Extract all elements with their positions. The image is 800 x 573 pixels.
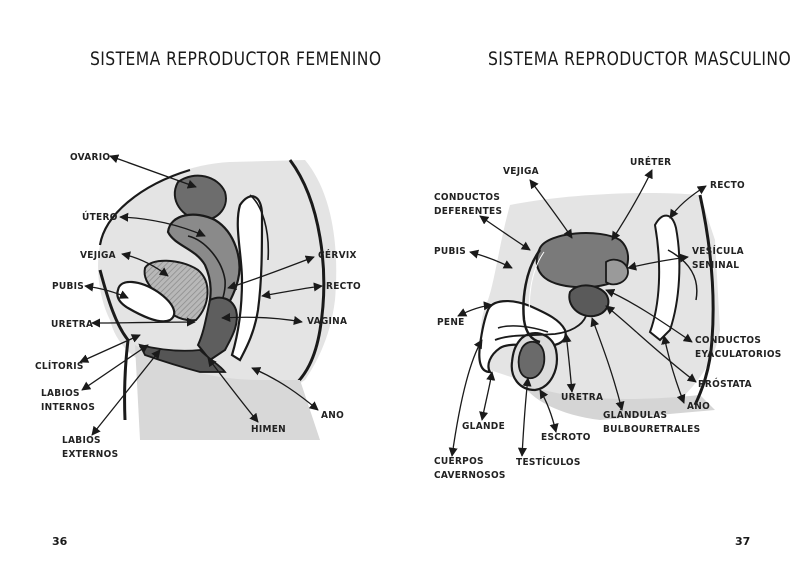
label-ano: ANO	[321, 410, 344, 421]
arrow-m-conductos-def	[479, 215, 531, 251]
arrow-m-glandulas	[590, 317, 625, 411]
label-m-conductos-def-2: DEFERENTES	[434, 206, 502, 217]
label-labios-externos-1: LABIOS	[62, 435, 101, 446]
label-m-glandulas-1: GLÁNDULAS	[603, 408, 667, 421]
label-labios-externos-2: EXTERNOS	[62, 449, 118, 460]
page-title-female: SISTEMA REPRODUCTOR FEMENINO	[90, 48, 382, 70]
arrow-labios-externos	[91, 349, 161, 436]
label-labios-internos-2: INTERNOS	[41, 402, 95, 413]
arrow-recto	[261, 282, 323, 300]
testicle-shape	[517, 340, 546, 380]
arrow-m-cuerpos	[448, 339, 483, 457]
arrow-m-vejiga	[529, 179, 573, 239]
label-uretra: URETRA	[51, 319, 93, 330]
label-m-escroto: ESCROTO	[541, 432, 591, 443]
arrow-m-testiculos	[517, 377, 532, 457]
label-m-conductos-def-1: CONDUCTOS	[434, 192, 500, 203]
label-labios-internos-1: LABIOS	[41, 388, 80, 399]
label-m-cuerpos-1: CUERPOS	[434, 456, 484, 467]
arrow-vejiga	[121, 251, 169, 277]
label-m-glande: GLANDE	[462, 421, 505, 432]
label-m-vesicula-2: SEMINAL	[692, 260, 739, 271]
arrow-vagina	[221, 312, 303, 326]
label-clitoris: CLÍTORIS	[35, 359, 84, 372]
label-vejiga: VEJIGA	[80, 250, 116, 261]
label-m-ureter: URÉTER	[630, 155, 671, 168]
label-pubis: PUBIS	[52, 281, 84, 292]
label-m-conductos-eyac-2: EYACULATORIOS	[695, 349, 782, 360]
label-ovario: OVARIO	[70, 152, 110, 163]
label-cervix: CÉRVIX	[318, 248, 357, 261]
arrow-m-glande	[479, 371, 496, 421]
label-vagina: VAGINA	[307, 316, 347, 327]
arrow-ovario	[109, 154, 197, 189]
label-m-vesicula-1: VESÍCULA	[692, 244, 744, 257]
arrow-uretra	[91, 317, 196, 328]
label-m-recto: RECTO	[710, 180, 745, 191]
female-diagram: OVARIO ÚTERO VEJIGA PUBIS URETRA CLÍTORI…	[35, 152, 361, 460]
page-number-left: 36	[52, 535, 68, 548]
label-m-conductos-eyac-1: CONDUCTOS	[695, 335, 761, 346]
arrow-himen	[207, 357, 259, 423]
arrow-m-uretra	[562, 333, 576, 393]
arrow-m-escroto	[539, 389, 559, 433]
arrow-m-ureter	[611, 169, 653, 241]
label-m-ano: ANO	[687, 401, 710, 412]
arrow-utero	[119, 212, 206, 237]
arrow-m-pubis	[469, 249, 513, 269]
arrow-m-ano	[661, 335, 686, 404]
label-m-cuerpos-2: CAVERNOSOS	[434, 470, 506, 481]
label-m-glandulas-2: BULBOURETRALES	[603, 424, 700, 435]
arrow-m-recto	[669, 185, 707, 219]
label-m-vejiga: VEJIGA	[503, 166, 539, 177]
arrow-cervix	[227, 255, 315, 290]
label-m-prostata: PRÓSTATA	[698, 377, 752, 390]
male-diagram: VEJIGA URÉTER RECTO CONDUCTOS DEFERENTES…	[434, 155, 782, 481]
arrow-m-pene	[457, 301, 493, 317]
label-himen: HIMEN	[251, 424, 286, 435]
arrow-pubis	[84, 282, 129, 299]
uterus-shape	[166, 213, 241, 320]
page-number-right: 37	[735, 535, 751, 548]
vesicle-shape	[605, 258, 629, 286]
label-m-testiculos: TESTÍCULOS	[516, 455, 581, 468]
page-title-male: SISTEMA REPRODUCTOR MASCULINO	[488, 48, 792, 70]
arrow-ano	[251, 367, 319, 411]
arrow-m-vesicula	[627, 253, 689, 271]
label-m-uretra: URETRA	[561, 392, 603, 403]
label-utero: ÚTERO	[82, 210, 118, 223]
label-m-pene: PENE	[437, 317, 465, 328]
label-recto: RECTO	[326, 281, 361, 292]
label-m-pubis: PUBIS	[434, 246, 466, 257]
